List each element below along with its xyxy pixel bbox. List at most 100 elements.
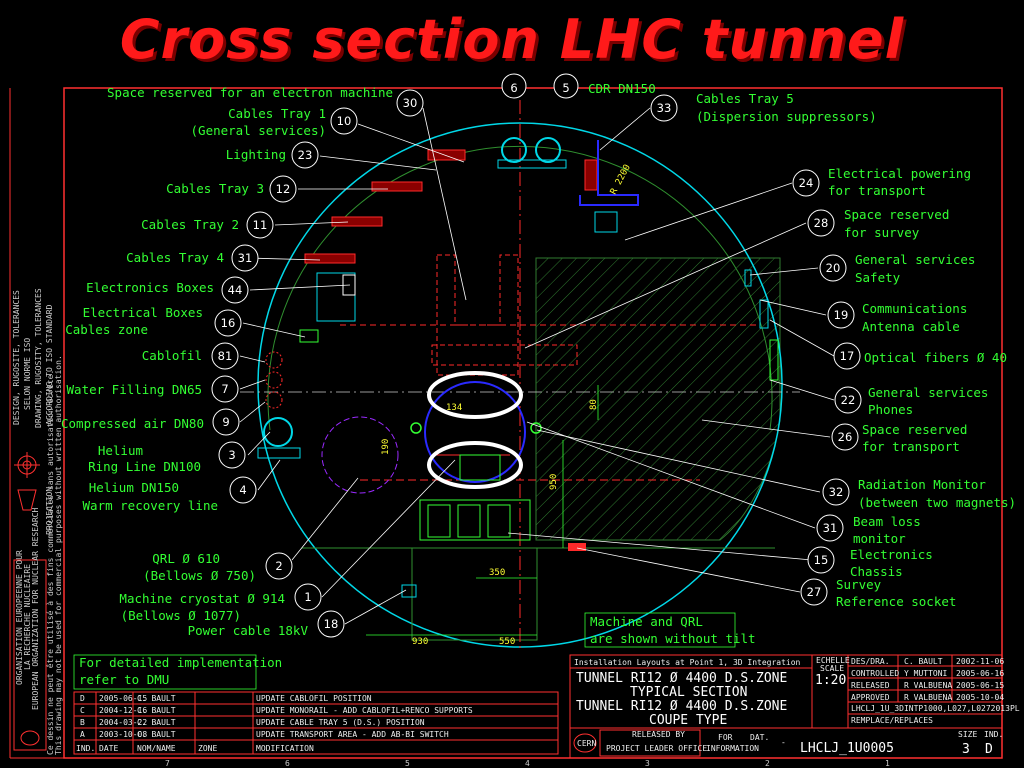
label-22b: Phones	[868, 402, 913, 417]
label-23: Lighting	[226, 147, 286, 162]
highlight-lower-beam	[427, 441, 523, 489]
tb-ind-label: IND.	[984, 730, 1003, 739]
callout-44: 44	[221, 276, 249, 304]
revision-table: D 2005-06-15 C. BAULT UPDATE CABLOFIL PO…	[73, 691, 559, 755]
dim-350: 350	[489, 568, 505, 578]
rev-h-ind: IND.	[76, 744, 95, 753]
svg-text:9: 9	[222, 415, 229, 429]
callout-20: 20	[819, 254, 847, 282]
label-2a: QRL Ø 610	[152, 551, 220, 566]
side-tol-2: SELON NORME ISO	[23, 338, 32, 410]
svg-text:3: 3	[645, 759, 650, 768]
svg-text:20: 20	[826, 261, 841, 275]
tb-line3: TUNNEL RI12 Ø 4400 D.S.ZONE	[576, 699, 787, 714]
svg-text:17: 17	[840, 349, 855, 363]
dim-80: 80	[589, 399, 599, 410]
tb-ind: D	[985, 742, 993, 757]
projection-icon	[14, 452, 40, 511]
water-filling-pipe	[265, 371, 283, 389]
callout-12: 12	[269, 175, 297, 203]
svg-text:11: 11	[253, 218, 268, 232]
svg-text:DES/DRA.: DES/DRA.	[851, 657, 890, 666]
rev-a-date: 2003-10-08	[99, 730, 147, 739]
rev-a-mod: UPDATE TRANSPORT AREA - ADD AB-BI SWITCH	[256, 730, 449, 739]
svg-text:26: 26	[838, 430, 853, 444]
svg-text:4: 4	[525, 759, 530, 768]
svg-text:23: 23	[298, 148, 313, 162]
cdr-pump-right	[535, 137, 561, 163]
tb-scale-label1: ECHELLE	[816, 656, 850, 665]
title-block: Installation Layouts at Point 1, 3D Inte…	[569, 654, 1020, 759]
svg-text:2005-06-15: 2005-06-15	[956, 681, 1004, 690]
dim-550: 550	[499, 637, 515, 647]
note-dmu-line2: refer to DMU	[79, 672, 169, 687]
svg-text:32: 32	[829, 485, 844, 499]
svg-text:Y MUTTONI: Y MUTTONI	[904, 669, 948, 678]
tb-size-label: SIZE	[958, 730, 977, 739]
power-cable-box	[401, 584, 417, 598]
callout-11: 11	[246, 211, 274, 239]
callout-26: 26	[831, 423, 859, 451]
label-4b: Warm recovery line	[83, 498, 218, 513]
callout-10: 10	[330, 107, 358, 135]
label-7: Water Filling DN65	[67, 382, 202, 397]
callout-28: 28	[807, 209, 835, 237]
svg-text:31: 31	[823, 521, 838, 535]
leader-lines	[239, 107, 835, 625]
svg-text:2: 2	[275, 559, 282, 573]
side-org-2: LA RECHERCHE NUCLEAIRE	[23, 564, 32, 670]
label-3a: Helium	[98, 443, 143, 458]
tb-size: 3	[962, 742, 970, 757]
note-qrl-line1: Machine and QRL	[590, 614, 703, 629]
rev-h-name: NOM/NAME	[137, 744, 176, 753]
callout-3: 3	[218, 441, 246, 469]
label-19b: Antenna cable	[862, 319, 960, 334]
tb-line1: TUNNEL RI12 Ø 4400 D.S.ZONE	[576, 671, 787, 686]
tb-for: FOR	[718, 733, 733, 742]
svg-text:APPROVED: APPROVED	[851, 693, 890, 702]
cdr-pump-left	[501, 137, 527, 163]
note-dmu-line1: For detailed implementation	[79, 655, 282, 670]
callout-31-right: 31	[816, 514, 844, 542]
svg-text:15: 15	[814, 553, 829, 567]
cable-tray-4	[304, 253, 356, 264]
rev-c-ind: C	[80, 706, 85, 715]
rev-b-ind: B	[80, 718, 85, 727]
tb-information: INFORMATION	[706, 744, 759, 753]
tb-line4: COUPE TYPE	[649, 713, 727, 728]
svg-text:31: 31	[238, 251, 253, 265]
rev-c-mod: UPDATE MONORAIL - ADD CABLOFIL+RENCO SUP…	[256, 706, 473, 715]
side-org-3: EUROPEAN ORGANIZATION FOR NUCLEAR RESEAR…	[31, 508, 40, 710]
svg-text:16: 16	[221, 316, 236, 330]
side-projection: PROJECTION	[45, 487, 54, 535]
callout-32: 32	[822, 478, 850, 506]
rev-d-date: 2005-06-15	[99, 694, 147, 703]
rev-d-ind: D	[80, 694, 85, 703]
label-15a: Electronics	[850, 547, 933, 562]
svg-text:81: 81	[218, 349, 233, 363]
callout-31-left: 31	[231, 244, 259, 272]
label-10b: (General services)	[191, 123, 326, 138]
side-tol-3: DRAWING, RUGOSITY, TOLERANCES	[34, 288, 43, 428]
label-4a: Helium DN150	[89, 480, 179, 495]
compressed-air-pipe	[265, 391, 283, 409]
label-22a: General services	[868, 385, 988, 400]
callout-23: 23	[291, 141, 319, 169]
svg-text:2: 2	[765, 759, 770, 768]
tb-dash: -	[781, 738, 786, 747]
tunnel-wall-inner	[267, 145, 773, 431]
svg-text:19: 19	[834, 308, 849, 322]
cdr-label: CDR DN150	[588, 81, 656, 96]
label-3b: Ring Line DN100	[88, 459, 201, 474]
highlight-upper-beam	[427, 371, 523, 419]
label-32b: (between two magnets)	[858, 495, 1016, 510]
svg-text:10: 10	[337, 114, 352, 128]
side-org-1: ORGANISATION EUROPEENNE POUR	[15, 550, 24, 685]
label-17: Optical fibers Ø 40	[864, 350, 1007, 365]
rev-b-mod: UPDATE CABLE TRAY 5 (D.S.) POSITION	[256, 718, 425, 727]
rev-d-name: C. BAULT	[137, 694, 176, 703]
left-labels: Space reserved for an electron machine C…	[61, 85, 393, 638]
svg-text:33: 33	[657, 101, 672, 115]
dim-r2200: R 2200	[609, 163, 633, 196]
